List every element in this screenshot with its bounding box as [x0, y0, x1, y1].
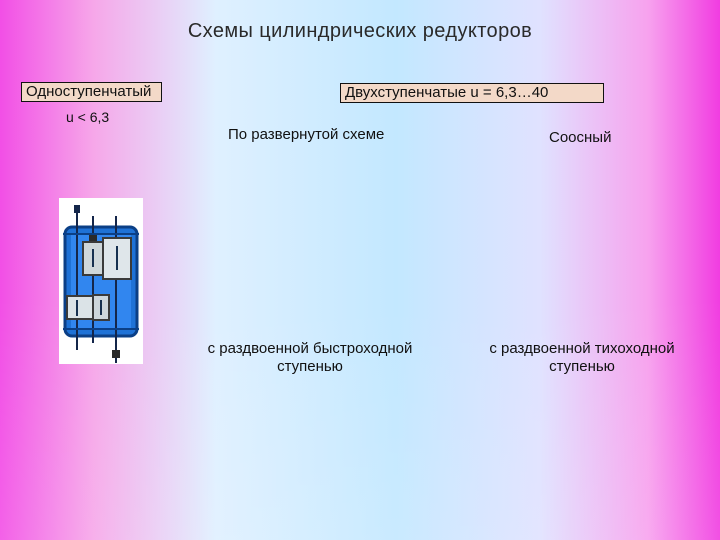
split-slow-stage-label: с раздвоенной тихоходной ступенью: [489, 340, 675, 375]
coaxial-scheme-label: Соосный: [549, 129, 612, 146]
two-stage-label: Двухступенчатые u = 6,3…40: [340, 83, 604, 103]
slide-title: Схемы цилиндрических редукторов: [187, 20, 533, 42]
expanded-scheme-label: По развернутой схеме: [228, 126, 385, 143]
single-stage-label: Одноступенчатый: [21, 82, 163, 102]
single-stage-ratio: u < 6,3: [66, 109, 110, 125]
split-fast-stage-label: с раздвоенной быстроходной ступенью: [207, 340, 413, 375]
gearbox-diagram-icon: [59, 198, 143, 364]
